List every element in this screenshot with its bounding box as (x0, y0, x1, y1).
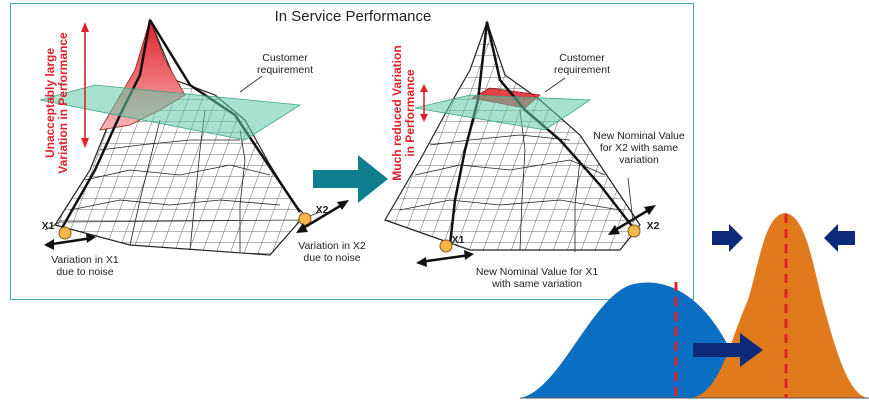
left-vertical-label-line2: Variation in Performance (56, 32, 70, 174)
narrowing-arrow-right (824, 224, 855, 252)
panel-title: In Service Performance (274, 8, 432, 25)
right-x2-note-line3: variation (619, 154, 659, 166)
right-x2-knob (627, 224, 641, 238)
left-x2-label: X2 (315, 204, 329, 216)
right-vertical-label-line2: in Performance (403, 69, 417, 157)
left-x1-label: X1 (41, 220, 55, 232)
narrowing-arrow-left (712, 224, 743, 252)
left-x1-knob (58, 226, 72, 240)
right-x1-note-line2: with same variation (492, 278, 582, 290)
left-requirement-plane (39, 84, 302, 141)
left-x1-noise-note: Variation in X1 due to noise (30, 254, 140, 278)
right-x2-label: X2 (646, 220, 660, 232)
right-vertical-label: Much reduced Variation in Performance (390, 43, 417, 183)
right-x1-noise-arrow (416, 250, 474, 267)
right-x1-note: New Nominal Value for X1 with same varia… (462, 266, 612, 290)
right-x1-knob (439, 239, 453, 253)
transition-arrow (313, 155, 388, 203)
right-x2-note-line2: for X2 with same (599, 142, 679, 154)
left-x1-note-line1: Variation in X1 (51, 254, 119, 266)
left-x2-noise-arrow (296, 200, 349, 233)
right-x1-label: X1 (451, 234, 465, 246)
left-x2-noise-note: Variation in X2 due to noise (282, 240, 382, 264)
right-x2-note-line1: New Nominal Value (593, 130, 685, 142)
shift-arrow (693, 333, 763, 367)
left-variation-arrow (81, 22, 89, 148)
right-x2-note: New Nominal Value for X2 with same varia… (584, 130, 694, 166)
right-customer-label-line2: requirement (553, 64, 611, 76)
left-vertical-label: Unacceptably large Variation in Performa… (43, 28, 70, 178)
left-customer-label-line1: Customer (262, 52, 308, 64)
left-x2-note-line1: Variation in X2 (298, 240, 366, 252)
left-x2-note-line2: due to noise (303, 252, 361, 264)
right-x1-note-line1: New Nominal Value for X1 (475, 266, 599, 278)
left-x2-knob (298, 212, 312, 226)
right-variation-arrow (420, 84, 428, 122)
left-x1-note-line2: due to noise (56, 266, 114, 278)
right-customer-label-line1: Customer (559, 52, 605, 64)
right-x2-noise-arrow (608, 205, 656, 235)
left-customer-label-line2: requirement (256, 64, 314, 76)
left-customer-requirement: Customer requirement (235, 52, 335, 76)
right-customer-requirement: Customer requirement (532, 52, 632, 76)
right-requirement-plane (414, 94, 592, 131)
left-x1-noise-arrow (44, 233, 96, 250)
distribution-shift-graphic (520, 213, 869, 399)
